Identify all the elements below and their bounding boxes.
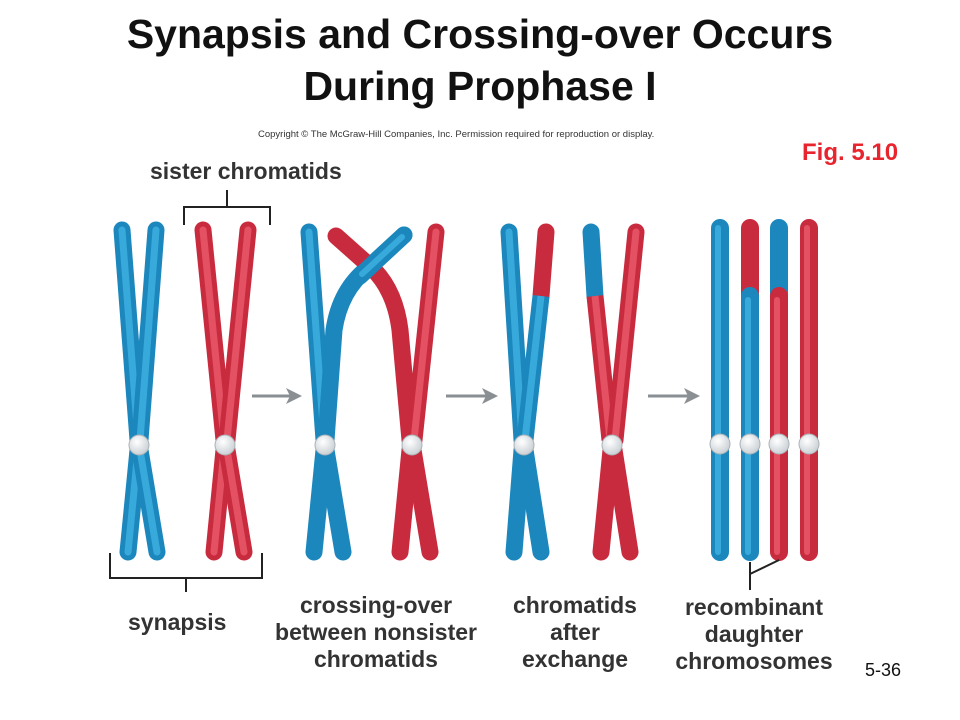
arrow-icon	[252, 388, 302, 404]
red-segment	[532, 223, 555, 305]
stage-recombinant	[709, 219, 820, 590]
centromere	[709, 433, 731, 455]
copyright-notice: Copyright © The McGraw-Hill Companies, I…	[258, 129, 655, 140]
daughter-chromosome-blue-recombinant	[739, 219, 761, 561]
label-synapsis: synapsis	[128, 609, 227, 635]
stage-synapsis	[109, 190, 271, 592]
red-homolog	[327, 223, 445, 561]
blue-homolog	[500, 223, 555, 561]
blue-chromatid-arm	[317, 441, 352, 561]
red-homolog	[582, 223, 645, 561]
blue-homolog	[113, 221, 166, 561]
arrow-icon	[446, 388, 498, 404]
stage-after-exchange	[500, 223, 645, 561]
centromere	[798, 433, 820, 455]
label-recombinant: recombinant daughter chromosomes	[675, 594, 833, 674]
label-after-exchange: chromatids after exchange	[513, 592, 637, 672]
daughter-chromosome-red-recombinant	[768, 219, 790, 561]
recombinant-pointer	[749, 559, 780, 590]
daughter-chromosome-blue	[709, 219, 731, 561]
centromere	[401, 434, 423, 456]
centromere	[128, 434, 150, 456]
red-homolog	[194, 221, 257, 561]
slide-number: 5-36	[865, 660, 902, 680]
red-chromatid-arm	[404, 441, 439, 561]
centromere	[739, 433, 761, 455]
stage-crossing-over	[300, 223, 445, 561]
centromere	[314, 434, 336, 456]
centromere	[601, 434, 623, 456]
centromere	[768, 433, 790, 455]
arrow-icon	[648, 388, 700, 404]
figure-label: Fig. 5.10	[802, 139, 899, 166]
blue-segment	[582, 223, 604, 305]
blue-chromatid-arm	[516, 441, 550, 561]
sister-chromatids-bracket	[183, 190, 271, 225]
synapsis-bracket	[109, 553, 263, 592]
title-line-2: During Prophase I	[303, 63, 657, 109]
label-sister-chromatids: sister chromatids	[150, 158, 342, 184]
slide-title: Synapsis and Crossing-over Occurs During…	[0, 8, 960, 112]
centromere	[214, 434, 236, 456]
label-crossing-over: crossing-over between nonsister chromati…	[275, 592, 477, 672]
title-line-1: Synapsis and Crossing-over Occurs	[126, 11, 834, 57]
centromere	[513, 434, 535, 456]
red-chromatid-arm	[605, 441, 639, 561]
daughter-chromosome-red	[798, 219, 820, 561]
